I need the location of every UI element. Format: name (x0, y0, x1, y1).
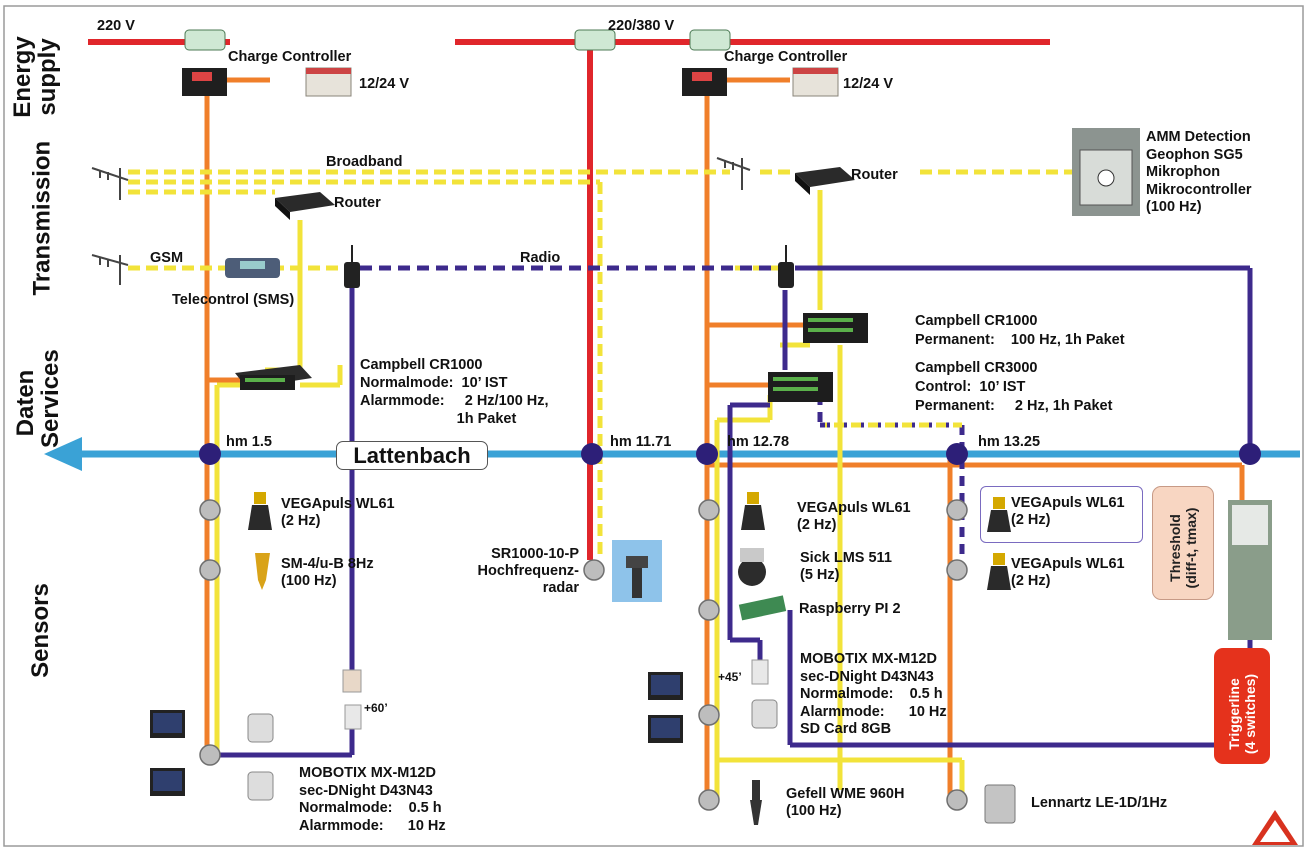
label-220v: 220 V (97, 18, 135, 35)
router-left-icon (275, 192, 335, 220)
hm-1-5: hm 1.5 (226, 434, 272, 451)
trigger-photo (1228, 500, 1272, 640)
hm-13-25: hm 13.25 (978, 434, 1040, 451)
label-router-left: Router (334, 195, 381, 212)
label-amm: AMM Detection Geophon SG5 Mikrophon Mikr… (1146, 129, 1252, 217)
category-daten: Daten Services (13, 358, 63, 448)
label-angle-right: +45’ (718, 669, 742, 686)
label-220-380v: 220/380 V (608, 18, 674, 35)
amm-photo (1072, 128, 1140, 216)
label-broadband: Broadband (326, 154, 403, 171)
label-charge-left: Charge Controller (228, 49, 351, 66)
logo-icon (1252, 810, 1298, 845)
microphone-icon (750, 780, 762, 825)
label-vegapuls-1: VEGApuls WL61 (2 Hz) (281, 496, 395, 530)
label-gefell: Gefell WME 960H (100 Hz) (786, 786, 904, 820)
sick-icon (738, 548, 766, 586)
label-mobotix-right: MOBOTIX MX-M12D sec-DNight D43N43 Normal… (800, 651, 947, 739)
battery-right-icon (793, 68, 838, 96)
label-sick: Sick LMS 511 (5 Hz) (800, 550, 892, 584)
category-transmission: Transmission (30, 146, 55, 296)
label-angle-left: +60’ (364, 700, 388, 717)
hm-12-78: hm 12.78 (727, 434, 789, 451)
category-energy: Energy supply (10, 32, 60, 122)
label-vegapuls-4: VEGApuls WL61 (2 Hz) (1011, 556, 1125, 590)
label-sm4: SM-4/u-B 8Hz (100 Hz) (281, 556, 374, 590)
geophone-icon (255, 553, 270, 590)
label-charge-right: Charge Controller (724, 49, 847, 66)
radio-left-icon (344, 245, 360, 288)
hm-11-71: hm 11.71 (610, 434, 671, 451)
label-sr1000: SR1000-10-P Hochfrequenz- radar (444, 546, 579, 597)
label-mobotix-left: MOBOTIX MX-M12D sec-DNight D43N43 Normal… (299, 765, 446, 835)
label-radio: Radio (520, 250, 560, 267)
camera-icons (150, 660, 777, 800)
radio-right-icon (778, 245, 794, 288)
label-batt-right: 12/24 V (843, 76, 893, 93)
label-vegapuls-2: VEGApuls WL61 (2 Hz) (797, 500, 911, 534)
label-gsm: GSM (150, 250, 183, 267)
label-telecontrol: Telecontrol (SMS) (172, 292, 294, 309)
label-cr3000: Campbell CR3000 Control: 10’ IST Permane… (915, 359, 1112, 416)
raspberry-icon (739, 595, 786, 620)
river-label: Lattenbach (336, 441, 488, 470)
label-cr1000-left: Campbell CR1000 Normalmode: 10’ IST Alar… (360, 356, 549, 428)
telecontrol-icon (225, 258, 280, 278)
label-lennartz: Lennartz LE-1D/1Hz (1031, 795, 1167, 812)
label-raspberry: Raspberry PI 2 (799, 601, 901, 618)
lennartz-icon (985, 785, 1015, 823)
logger-right-mid-icon (768, 372, 833, 402)
label-vegapuls-3: VEGApuls WL61 (2 Hz) (1011, 495, 1125, 529)
label-router-right: Router (851, 167, 898, 184)
radar-photo (612, 540, 662, 602)
threshold-box: Threshold (diff-t, tmax) (1152, 486, 1214, 600)
triggerline-label: Triggerline (4 switches) (1226, 656, 1258, 772)
category-sensors: Sensors (28, 578, 53, 683)
label-cr1000-right: Campbell CR1000 Permanent: 100 Hz, 1h Pa… (915, 312, 1125, 349)
router-right-icon (795, 167, 855, 195)
threshold-label: Threshold (diff-t, tmax) (1167, 492, 1199, 604)
logger-right-top-icon (803, 313, 868, 343)
triggerline-box: Triggerline (4 switches) (1214, 648, 1270, 764)
battery-left-icon (306, 68, 351, 96)
label-batt-left: 12/24 V (359, 76, 409, 93)
charge-controller-left-icon (182, 30, 227, 96)
